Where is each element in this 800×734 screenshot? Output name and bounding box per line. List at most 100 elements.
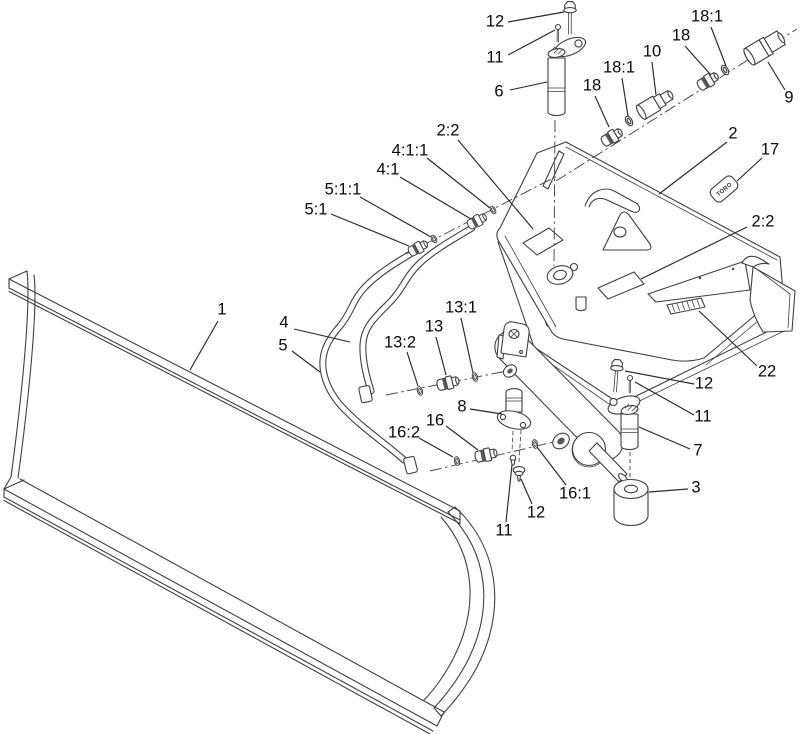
leader-line-13-1-20 — [460, 317, 474, 374]
leader-line-4-1-1-12 — [426, 157, 491, 209]
hydraulic-cylinder — [494, 321, 629, 483]
leader-line-17-10 — [736, 157, 763, 182]
leader-line-12-24 — [624, 370, 695, 385]
washer-16-2 — [453, 455, 461, 467]
leader-line-3-27 — [648, 488, 689, 493]
pin-11-top — [554, 23, 562, 43]
callout-label-8-28: 8 — [457, 397, 466, 415]
bolt-12-top — [563, 1, 577, 35]
leader-line-7-26 — [638, 426, 691, 450]
cylinder-bottom-port — [552, 432, 570, 450]
spacer-3 — [613, 478, 649, 527]
leader-line-12-0 — [507, 11, 565, 23]
leader-line-5-1-15 — [330, 213, 410, 247]
leader-line-18-4 — [684, 45, 711, 75]
washer-13-1 — [470, 371, 480, 383]
frame-wing-plate — [647, 260, 751, 303]
callout-label-9-8: 9 — [784, 88, 793, 106]
leader-line-13-21 — [435, 336, 447, 376]
callout-label-17-10: 17 — [761, 140, 779, 158]
callout-label-7-26: 7 — [693, 441, 702, 459]
callout-label-2-9: 2 — [728, 124, 737, 142]
stripe-decal-22 — [666, 297, 706, 315]
leader-line-2-2-16 — [640, 226, 748, 280]
callout-label-5-19: 5 — [278, 336, 287, 354]
coupler-10 — [635, 89, 674, 120]
fitting-13 — [435, 373, 461, 393]
callout-label-13-1-20: 13:1 — [445, 298, 477, 316]
callout-label-12-32: 12 — [527, 503, 545, 521]
callout-label-2-2-16: 2:2 — [752, 212, 775, 230]
pivot-boss — [546, 262, 579, 285]
callout-label-16-2-30: 16:2 — [388, 423, 420, 441]
hitch-pin-7 — [607, 395, 641, 451]
hose-4-end-fitting — [358, 384, 373, 404]
cylinder-rod — [588, 442, 628, 483]
leader-line-4-18 — [293, 328, 351, 343]
callout-label-3-27: 3 — [691, 478, 700, 496]
callout-label-16-1-31: 16:1 — [559, 484, 591, 502]
callout-label-18-1-3: 18:1 — [691, 7, 723, 25]
frame-rib — [542, 150, 565, 190]
leader-line-18-1-3 — [710, 26, 727, 67]
callout-label-2-2-11: 2:2 — [437, 121, 460, 139]
plow-blade — [3, 270, 496, 734]
frame-handle-slot — [584, 188, 641, 213]
frame-stub-pin — [575, 296, 587, 312]
washer-5-1-1 — [429, 233, 439, 245]
leader-line-11-1 — [507, 29, 556, 56]
callout-label-11-33: 11 — [495, 521, 512, 539]
fitting-8-flange — [496, 410, 532, 430]
toro-decal: TORO — [709, 175, 739, 203]
callout-label-4-18: 4 — [279, 313, 288, 331]
callout-label-10-5: 10 — [643, 42, 661, 60]
fitting-8 — [496, 388, 532, 463]
callout-label-12-0: 12 — [486, 12, 504, 30]
leader-line-10-5 — [651, 61, 657, 96]
leader-line-8-28 — [469, 408, 503, 415]
leader-line-11-33 — [505, 464, 513, 523]
fitting-18-left — [598, 125, 626, 149]
frame-gusset — [602, 211, 652, 251]
leader-line-16-2-30 — [418, 437, 454, 458]
leader-line-4-1-13 — [399, 176, 472, 220]
leader-line-1-17 — [189, 320, 219, 371]
leader-line-5-19 — [291, 350, 321, 373]
hose-5-end-fitting — [403, 455, 418, 475]
callout-label-18-7: 18 — [583, 76, 601, 94]
callout-label-18-4: 18 — [672, 26, 690, 44]
callout-label-4-1-13: 4:1 — [377, 160, 400, 178]
leader-line-13-2-22 — [406, 351, 419, 387]
leader-line-9-8 — [767, 61, 786, 91]
callout-label-6-2: 6 — [494, 82, 503, 100]
leader-line-11-25 — [634, 381, 695, 416]
callouts-layer: 1211618:1181018:11892172:24:1:14:15:1:15… — [189, 7, 794, 539]
callout-label-5-1-1-14: 5:1:1 — [325, 180, 362, 198]
callout-label-18-1-6: 18:1 — [603, 58, 635, 76]
leader-line-6-2 — [509, 81, 548, 91]
screw-12-mid — [512, 466, 526, 482]
leader-line-18-1-6 — [621, 77, 629, 117]
clevis — [500, 321, 530, 358]
callout-label-11-25: 11 — [694, 407, 711, 425]
callout-label-5-1-15: 5:1 — [305, 200, 328, 218]
hydraulic-hoses — [319, 224, 476, 475]
washer-18-1-right — [719, 63, 731, 77]
callout-label-11-1: 11 — [486, 48, 503, 66]
callout-label-13-2-22: 13:2 — [384, 333, 416, 351]
fitting-18-right — [694, 69, 722, 93]
leader-line-2-2-11 — [457, 139, 534, 230]
leader-line-2-9 — [658, 141, 728, 195]
callout-label-12-24: 12 — [695, 374, 713, 392]
check-ball-11 — [509, 454, 517, 466]
leader-line-5-1-1-14 — [359, 196, 432, 238]
coupler-9 — [743, 30, 786, 66]
callout-label-1-17: 1 — [217, 300, 226, 318]
leader-line-12-32 — [520, 478, 533, 505]
hose-fitting-axis-line — [405, 175, 558, 255]
leader-line-16-29 — [445, 425, 479, 451]
callout-label-4-1-1-12: 4:1:1 — [392, 141, 429, 159]
cylinder-side-port — [502, 364, 518, 378]
